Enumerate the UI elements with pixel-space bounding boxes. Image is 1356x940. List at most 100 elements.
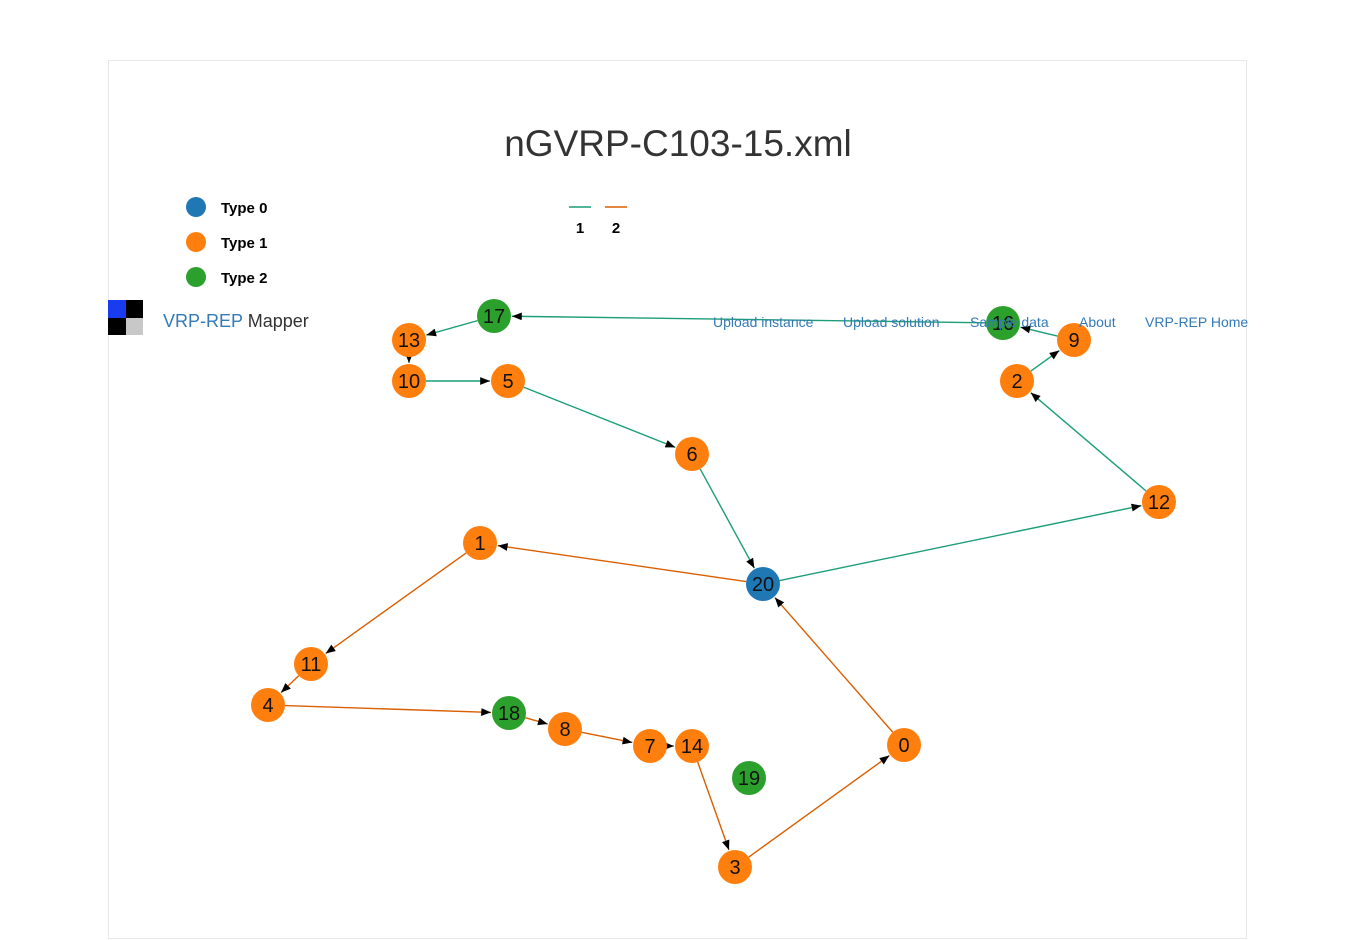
- legend-swatch-type-2: [186, 267, 206, 287]
- node-circle-14: [675, 729, 709, 763]
- node-20[interactable]: 20: [746, 567, 780, 601]
- node-circle-16: [986, 306, 1020, 340]
- node-19[interactable]: 19: [732, 761, 766, 795]
- node-5[interactable]: 5: [491, 364, 525, 398]
- route-edges: [280, 312, 1147, 858]
- legend-swatch-type-1: [186, 232, 206, 252]
- edge-route-1-9-to-16: [1020, 325, 1058, 337]
- node-1[interactable]: 1: [463, 526, 497, 560]
- legend-label-type-1: Type 1: [221, 235, 267, 252]
- node-circle-11: [294, 647, 328, 681]
- node-label-12: 12: [1148, 492, 1170, 514]
- node-label-6: 6: [686, 444, 697, 466]
- node-label-20: 20: [752, 574, 774, 596]
- node-18[interactable]: 18: [492, 696, 526, 730]
- page-title: nGVRP-C103-15.xml: [504, 123, 852, 164]
- logo-square-black-bottom: [108, 317, 126, 335]
- node-8[interactable]: 8: [548, 712, 582, 746]
- nav-sample-data[interactable]: Sample data: [970, 314, 1049, 330]
- edge-route-1-6-to-20: [699, 468, 755, 569]
- edge-route-2-20-to-1: [497, 543, 747, 583]
- legend-swatch-type-0: [186, 197, 206, 217]
- edge-route-2-1-to-11: [325, 552, 467, 655]
- logo-square-gray: [125, 317, 143, 335]
- brand-link[interactable]: VRP-REP Mapper: [163, 311, 309, 332]
- node-label-3: 3: [729, 857, 740, 879]
- logo-square-blue: [108, 300, 126, 318]
- node-9[interactable]: 9: [1057, 323, 1091, 357]
- node-16[interactable]: 16: [986, 306, 1020, 340]
- node-label-0: 0: [898, 735, 909, 757]
- node-label-14: 14: [681, 736, 703, 758]
- node-circle-8: [548, 712, 582, 746]
- node-label-1: 1: [474, 533, 485, 555]
- node-circle-18: [492, 696, 526, 730]
- node-4[interactable]: 4: [251, 688, 285, 722]
- vrp-rep-logo-icon[interactable]: [108, 300, 143, 335]
- node-label-8: 8: [559, 719, 570, 741]
- navbar: VRP-REP Mapper Upload instance Upload so…: [108, 300, 1248, 336]
- node-circle-6: [675, 437, 709, 471]
- legend-label-type-2: Type 2: [221, 270, 267, 287]
- edge-route-1-2-to-9: [1030, 349, 1060, 372]
- node-17[interactable]: 17: [477, 299, 511, 333]
- legend-label-type-0: Type 0: [221, 200, 267, 217]
- node-circle-4: [251, 688, 285, 722]
- node-label-10: 10: [398, 371, 420, 393]
- edge-route-2-14-to-3: [697, 761, 730, 851]
- edge-route-1-17-to-13: [426, 319, 478, 337]
- node-label-2: 2: [1011, 371, 1022, 393]
- edge-route-2-8-to-7: [581, 731, 633, 745]
- node-14[interactable]: 14: [675, 729, 709, 763]
- edge-route-2-18-to-8: [525, 716, 548, 726]
- node-label-19: 19: [738, 768, 760, 790]
- node-label-4: 4: [262, 695, 273, 717]
- legend-label-route-2: 2: [612, 220, 620, 237]
- logo-square-black-top: [125, 300, 143, 318]
- edge-route-1-20-to-12: [779, 503, 1142, 582]
- edge-route-2-0-to-20: [774, 597, 894, 733]
- nav-vrp-rep-home[interactable]: VRP-REP Home: [1145, 314, 1249, 330]
- node-type-legend: Type 0 Type 1 Type 2: [186, 197, 267, 287]
- node-circle-5: [491, 364, 525, 398]
- node-2[interactable]: 2: [1000, 364, 1034, 398]
- node-circle-3: [718, 850, 752, 884]
- nav-upload-instance[interactable]: Upload instance: [713, 314, 814, 330]
- node-label-17: 17: [483, 306, 505, 328]
- node-label-11: 11: [301, 654, 322, 676]
- brand-name-mapper: Mapper: [247, 311, 309, 331]
- node-circle-7: [633, 729, 667, 763]
- edge-route-2-4-to-18: [284, 704, 492, 716]
- node-11[interactable]: 11: [294, 647, 328, 681]
- node-label-9: 9: [1068, 330, 1079, 352]
- node-10[interactable]: 10: [392, 364, 426, 398]
- node-12[interactable]: 12: [1142, 485, 1176, 519]
- node-3[interactable]: 3: [718, 850, 752, 884]
- nav-upload-solution[interactable]: Upload solution: [843, 314, 940, 330]
- node-label-7: 7: [644, 736, 655, 758]
- legend-label-route-1: 1: [576, 220, 584, 237]
- node-circle-0: [887, 728, 921, 762]
- node-0[interactable]: 0: [887, 728, 921, 762]
- node-6[interactable]: 6: [675, 437, 709, 471]
- map-panel: [108, 60, 1247, 939]
- nav-about[interactable]: About: [1079, 314, 1116, 330]
- node-circle-17: [477, 299, 511, 333]
- node-circle-2: [1000, 364, 1034, 398]
- edge-route-1-5-to-6: [523, 386, 676, 449]
- edge-route-2-3-to-0: [748, 754, 890, 858]
- node-label-16: 16: [992, 313, 1014, 335]
- node-circle-1: [463, 526, 497, 560]
- node-7[interactable]: 7: [633, 729, 667, 763]
- node-13[interactable]: 13: [392, 323, 426, 357]
- edge-route-2-11-to-4: [280, 675, 300, 694]
- edge-route-1-16-to-17: [511, 312, 987, 324]
- node-label-13: 13: [398, 330, 420, 352]
- node-circle-12: [1142, 485, 1176, 519]
- node-circle-13: [392, 323, 426, 357]
- edge-route-1-12-to-2: [1030, 392, 1147, 492]
- brand-name-vrp-rep: VRP-REP: [163, 311, 243, 331]
